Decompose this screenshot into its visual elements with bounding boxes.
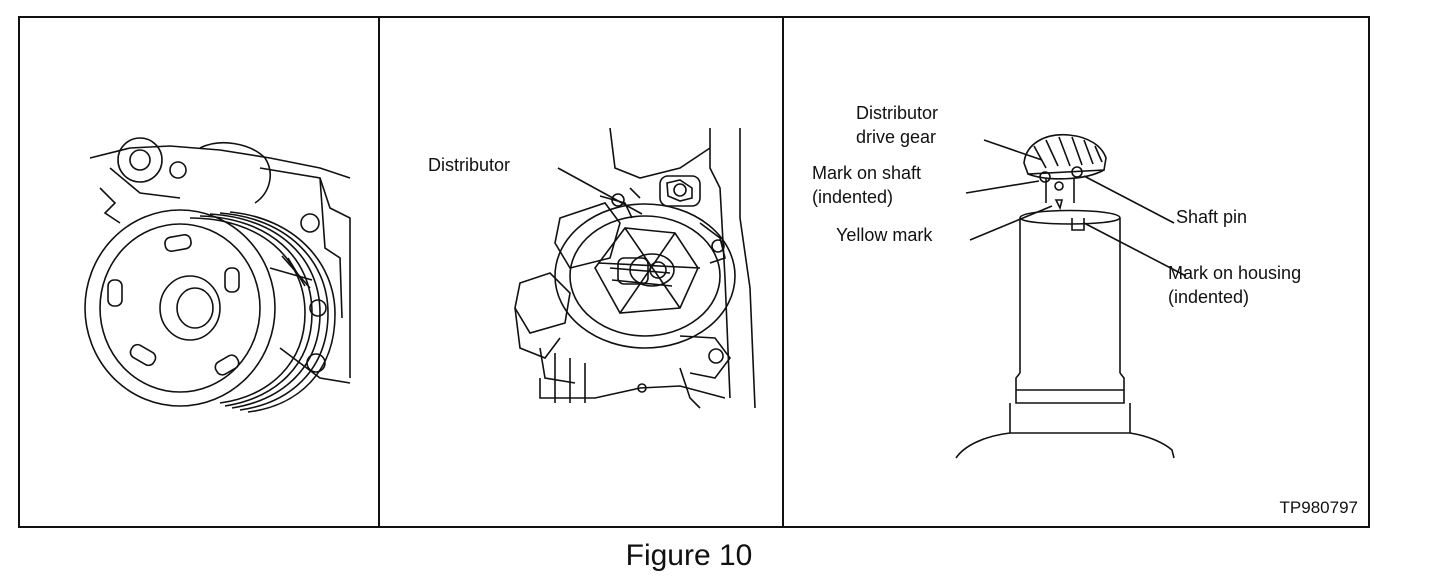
distributor-illustration [514, 127, 756, 409]
label-yellow-mark: Yellow mark [836, 225, 933, 245]
panel-divider-1 [378, 18, 380, 526]
label-drive-gear-line2: drive gear [856, 127, 937, 147]
label-distributor: Distributor [428, 155, 511, 175]
figure-code: TP980797 [1279, 498, 1358, 517]
label-drive-gear-line1: Distributor [856, 103, 939, 123]
panel-distributor: Distributor [380, 18, 782, 526]
label-mark-shaft-line2: (indented) [812, 187, 894, 207]
panel-crank-pulley [20, 18, 378, 526]
label-mark-housing-line1: Mark on housing [1168, 263, 1302, 283]
label-mark-shaft-line1: Mark on shaft [812, 163, 922, 183]
label-mark-housing-line2: (indented) [1168, 287, 1250, 307]
figure-frame: Distributor [18, 16, 1370, 528]
drive-gear-illustration [955, 133, 1187, 459]
panel-divider-2 [782, 18, 784, 526]
figure-caption: Figure 10 [625, 539, 753, 572]
panel-drive-gear-alignment: Distributor drive gear Mark on shaft (in… [784, 18, 1368, 526]
label-shaft-pin: Shaft pin [1176, 207, 1248, 227]
crank-pulley-illustration [84, 137, 351, 413]
